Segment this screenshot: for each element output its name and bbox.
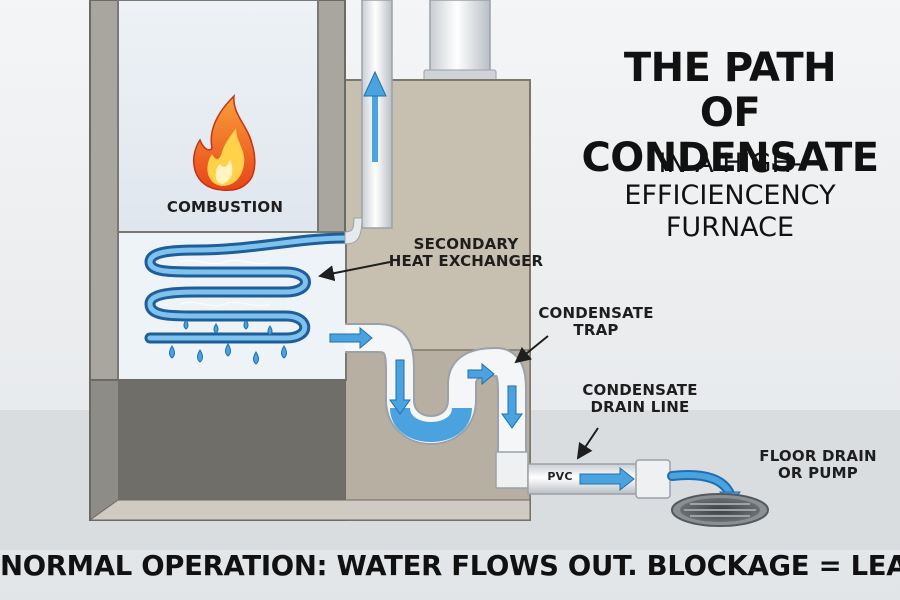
- diagram-title: THE PATH OF CONDENSATE: [560, 46, 900, 180]
- condensate-trap-label: CONDENSATE TRAP: [536, 304, 656, 340]
- water-drop-icon: [169, 319, 287, 365]
- flame-icon: [193, 93, 256, 192]
- diagram-subtitle: IN A HIGH-EFFICIENCENCY FURNACE: [560, 148, 900, 244]
- label-line: SECONDARY: [413, 235, 519, 253]
- title-line: OF CONDENSATE: [581, 89, 879, 181]
- label-line: TRAP: [573, 321, 619, 340]
- drain-line-leader: [576, 427, 599, 460]
- flow-arrow-icon: [467, 362, 495, 386]
- label-line: OR PUMP: [777, 464, 859, 483]
- outflow-stream: [669, 472, 733, 497]
- trap-leader: [514, 335, 549, 364]
- label-line: HEAT EXCHANGER: [388, 252, 544, 271]
- label-line: CONDENSATE: [582, 381, 698, 399]
- coil-ripple: [179, 301, 271, 307]
- subtitle-line: IN A HIGH-EFFICIENCENCY: [624, 148, 836, 211]
- label-line: CONDENSATE: [538, 304, 654, 322]
- pipe-coupling: [635, 459, 671, 499]
- condensate-drain-line-label: CONDENSATE DRAIN LINE: [580, 381, 700, 417]
- pvc-label: PVC: [547, 470, 573, 483]
- flue-elbow: [344, 217, 363, 245]
- base-lip: [88, 499, 531, 521]
- title-line: THE PATH: [623, 45, 837, 91]
- base-cavity: [118, 380, 345, 500]
- floor-drain-grate-icon: [671, 493, 769, 527]
- flow-arrow-icon: [389, 359, 411, 415]
- trap-water: [390, 406, 472, 442]
- flow-arrow-icon: [579, 466, 635, 492]
- combustion-label: COMBUSTION: [166, 198, 284, 216]
- coil-ripple: [179, 259, 271, 265]
- subtitle-line: FURNACE: [665, 211, 795, 243]
- heat-exchanger-coil: [147, 235, 348, 341]
- label-line: DRAIN LINE: [590, 398, 690, 417]
- exhaust-vent-pipe: [429, 0, 491, 81]
- footer-caption: NORMAL OPERATION: WATER FLOWS OUT. BLOCK…: [0, 550, 900, 582]
- drain-elbow: [495, 451, 529, 489]
- heat-exchanger-leader: [318, 261, 391, 282]
- label-line: FLOOR DRAIN: [759, 447, 877, 465]
- flow-arrow-icon: [363, 70, 387, 97]
- floor-drain-label: FLOOR DRAIN OR PUMP: [756, 447, 880, 483]
- secondary-heat-exchanger-label: SECONDARY HEAT EXCHANGER: [388, 235, 544, 271]
- flow-arrow-icon: [329, 326, 373, 350]
- flow-arrow-icon: [501, 385, 523, 429]
- flow-line: [372, 96, 378, 162]
